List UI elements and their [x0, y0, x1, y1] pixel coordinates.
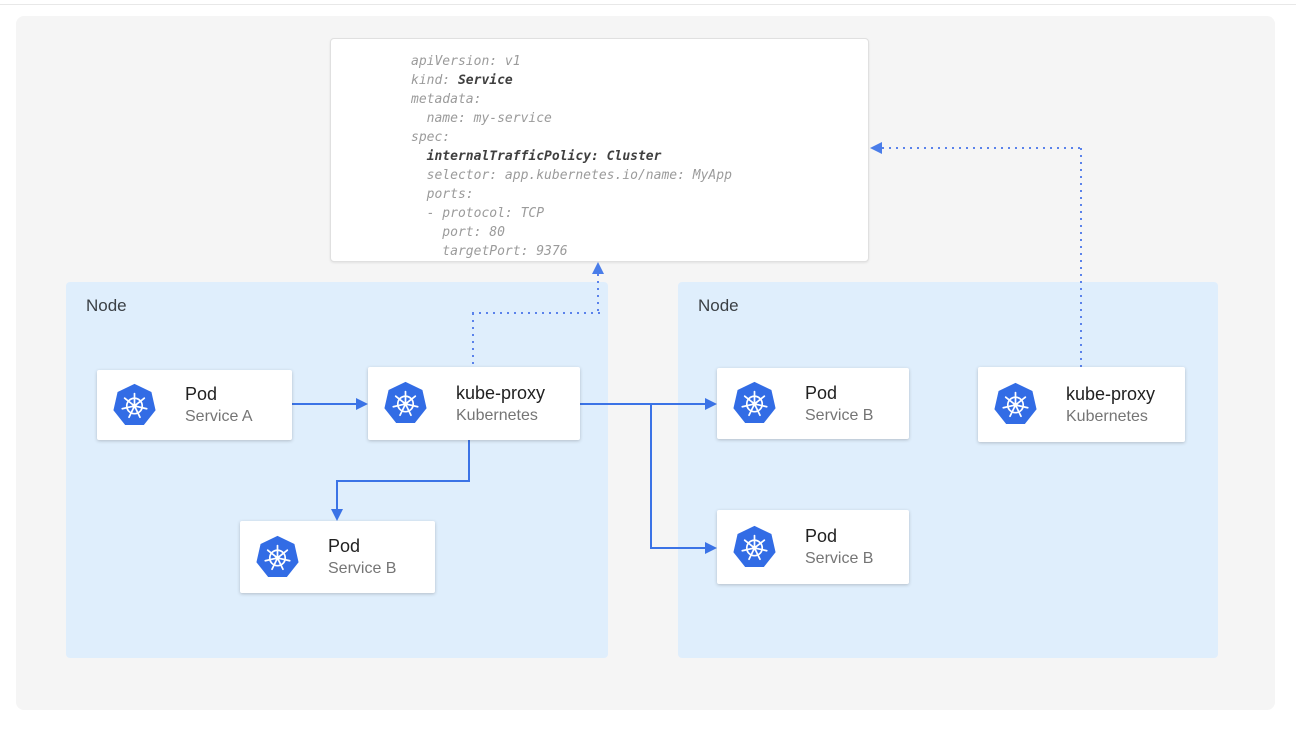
card-title: Pod — [805, 381, 873, 405]
kubernetes-icon — [732, 381, 777, 426]
node-label: Node — [86, 296, 127, 316]
card-title: Pod — [805, 524, 873, 548]
yaml-line: kind: Service — [411, 71, 858, 90]
yaml-line: internalTrafficPolicy: Cluster — [411, 147, 858, 166]
pod-card-service-b-right-top: Pod Service B — [717, 368, 909, 439]
yaml-line: name: my-service — [411, 109, 858, 128]
arrowhead-into-pod-b-right-top — [705, 398, 717, 410]
kubernetes-icon — [732, 525, 777, 570]
pod-card-service-b-right-bottom: Pod Service B — [717, 510, 909, 584]
arrowhead-into-kube-proxy-left — [356, 398, 368, 410]
top-divider — [0, 4, 1296, 5]
dotted-line-to-yaml-vertical — [597, 274, 599, 313]
yaml-line: apiVersion: v1 — [411, 52, 858, 71]
yaml-line: spec: — [411, 128, 858, 147]
kubernetes-icon — [112, 383, 157, 428]
pod-card-service-a: Pod Service A — [97, 370, 292, 440]
card-subtitle: Kubernetes — [1066, 406, 1155, 428]
yaml-line: - protocol: TCP — [411, 204, 858, 223]
card-title: Pod — [328, 534, 396, 558]
kubernetes-icon — [383, 381, 428, 426]
arrowhead-into-pod-b-right-bottom — [705, 542, 717, 554]
yaml-line: targetPort: 9376 — [411, 242, 858, 261]
arrow-line-branch-down — [650, 403, 652, 549]
arrow-line-kube-proxy-down — [468, 440, 470, 482]
arrow-line-pod-a-to-kube-proxy — [292, 403, 356, 405]
dotted-line-to-yaml-right-horizontal — [882, 147, 1081, 149]
kube-proxy-card-right: kube-proxy Kubernetes — [978, 367, 1185, 442]
node-label: Node — [698, 296, 739, 316]
dotted-line-kube-proxy-left-up — [472, 313, 474, 367]
arrow-line-down-to-pod-b-left — [336, 480, 338, 510]
arrowhead-into-yaml-right — [870, 142, 882, 154]
card-title: kube-proxy — [456, 381, 545, 405]
arrowhead-into-pod-b-left — [331, 509, 343, 521]
arrow-line-kube-proxy-to-right-node — [580, 403, 706, 405]
kubernetes-icon — [993, 382, 1038, 427]
card-title: Pod — [185, 382, 253, 406]
arrow-line-branch-to-pod-b-right-bottom — [650, 547, 705, 549]
yaml-line: metadata: — [411, 90, 858, 109]
dotted-line-kube-proxy-right-up — [1080, 148, 1082, 367]
yaml-line: ports: — [411, 185, 858, 204]
service-yaml-card: apiVersion: v1 kind: Service metadata: n… — [330, 38, 869, 262]
pod-card-service-b-left: Pod Service B — [240, 521, 435, 593]
node-box-left: Node — [66, 282, 608, 658]
arrowhead-into-yaml-bottom — [592, 262, 604, 274]
node-box-right: Node — [678, 282, 1218, 658]
yaml-line: selector: app.kubernetes.io/name: MyApp — [411, 166, 858, 185]
dotted-line-to-yaml-horizontal — [472, 312, 600, 314]
card-subtitle: Service B — [805, 405, 873, 427]
card-subtitle: Service B — [328, 558, 396, 580]
kube-proxy-card-left: kube-proxy Kubernetes — [368, 367, 580, 440]
card-subtitle: Service A — [185, 406, 253, 428]
yaml-line: port: 80 — [411, 223, 858, 242]
arrow-line-kube-proxy-to-pod-b-left — [337, 480, 470, 482]
kubernetes-icon — [255, 535, 300, 580]
card-subtitle: Service B — [805, 548, 873, 570]
card-title: kube-proxy — [1066, 382, 1155, 406]
card-subtitle: Kubernetes — [456, 405, 545, 427]
